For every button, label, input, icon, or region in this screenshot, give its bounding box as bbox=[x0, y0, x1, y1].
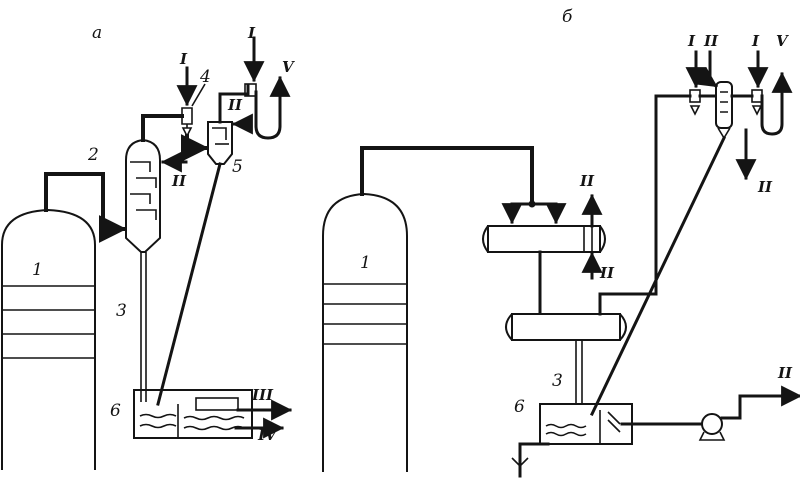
pump-b bbox=[698, 413, 726, 441]
label-3-a: 3 bbox=[116, 301, 127, 321]
panel-a: a 1 2 II 3 bbox=[1, 23, 295, 470]
label-3-b: 3 bbox=[552, 371, 563, 391]
mixer-cooler-b bbox=[689, 81, 763, 140]
panel-b-letter: б bbox=[562, 7, 573, 27]
receiver-b bbox=[505, 313, 627, 341]
stream-V-b: V bbox=[776, 32, 789, 50]
label-2: 2 bbox=[87, 145, 99, 165]
stream-I-a1: I bbox=[179, 50, 188, 68]
stream-II-a2: II bbox=[227, 96, 243, 114]
stream-II-b3: II bbox=[703, 32, 719, 50]
column-1-a: 1 bbox=[1, 208, 96, 470]
dephlegmator-2: 2 bbox=[87, 138, 161, 253]
label-6-b: 6 bbox=[514, 397, 525, 417]
label-4: 4 bbox=[199, 67, 211, 87]
stream-I-a2: I bbox=[247, 24, 256, 42]
panel-a-letter: a bbox=[92, 23, 102, 43]
column-1-b: 1 bbox=[322, 192, 408, 472]
cooler-5: 5 bbox=[207, 121, 243, 177]
separator-6-a: 6 bbox=[110, 389, 253, 439]
stream-II-b4: II bbox=[757, 178, 773, 196]
stream-III: III bbox=[251, 386, 274, 404]
stream-I-b1: I bbox=[687, 32, 696, 50]
label-1-b: 1 bbox=[360, 253, 371, 273]
stream-II-b1: II bbox=[579, 172, 595, 190]
stream-I-b2: I bbox=[751, 32, 760, 50]
stream-IV: IV bbox=[257, 426, 278, 444]
label-5: 5 bbox=[232, 157, 243, 177]
stream-II-b5: II bbox=[777, 364, 793, 382]
condenser-b bbox=[482, 225, 606, 253]
panel-b: б 1 II II bbox=[322, 7, 800, 478]
stream-II-b2: II bbox=[599, 264, 615, 282]
label-1-a: 1 bbox=[32, 260, 43, 280]
stream-V-a: V bbox=[282, 58, 295, 76]
label-6-a: 6 bbox=[110, 401, 121, 421]
separator-6-b: 6 bbox=[514, 397, 633, 445]
stream-II-a1: II bbox=[171, 172, 187, 190]
